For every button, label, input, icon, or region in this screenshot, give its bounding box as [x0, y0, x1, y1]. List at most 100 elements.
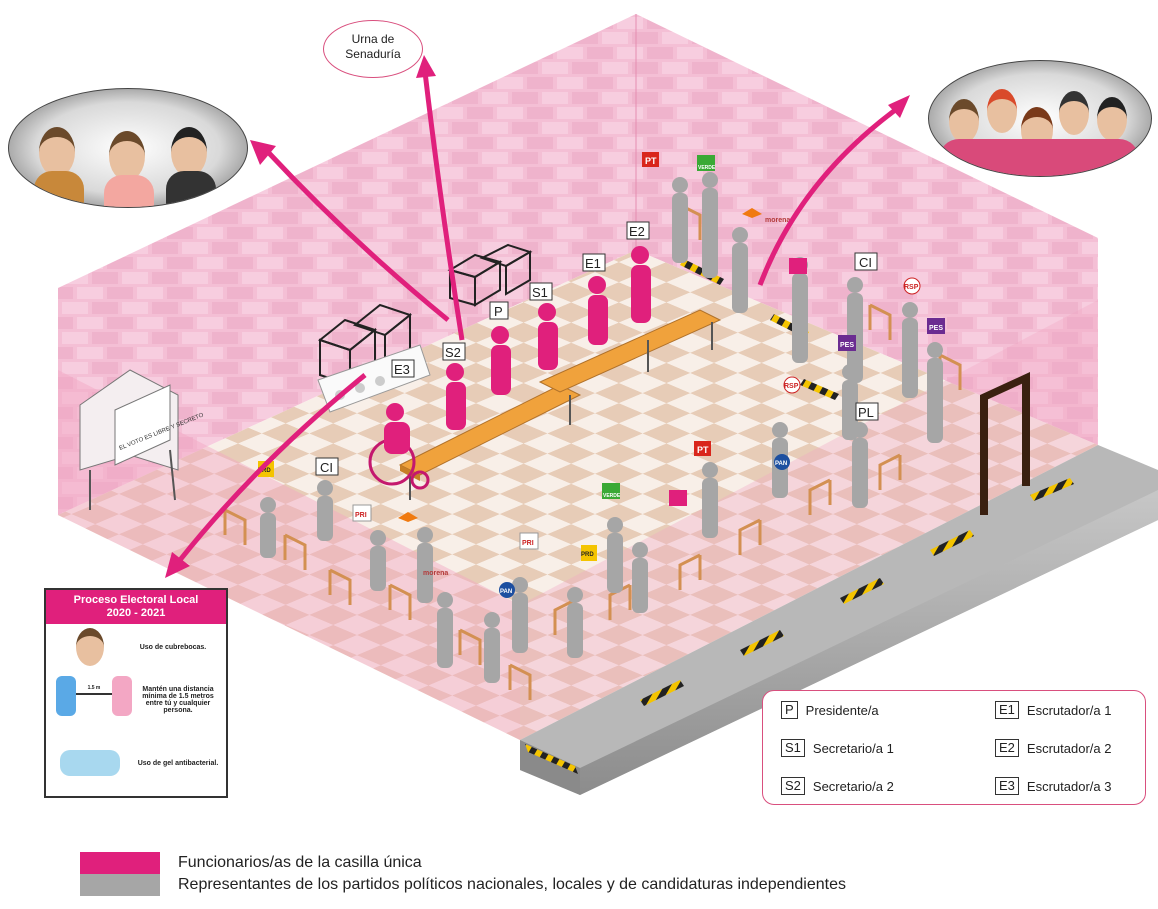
official-face-1	[39, 127, 75, 177]
pink-party-logo-2	[669, 490, 687, 506]
svg-text:E2: E2	[629, 224, 645, 239]
svg-text:CI: CI	[320, 460, 333, 475]
distance-people-icon-2	[112, 676, 132, 716]
poster-title: Proceso Electoral Local 2020 - 2021	[46, 590, 226, 624]
svg-text:VERDE: VERDE	[698, 165, 716, 171]
morena-logo-back: morena	[765, 217, 790, 224]
tag-p: P	[489, 301, 509, 320]
poster-item-mask: Uso de cubrebocas.	[139, 644, 207, 651]
prd-logo-2: PRD	[581, 545, 597, 561]
urna-senaduria-label: Urna de Senaduría	[323, 20, 423, 78]
pink-party-logo-1	[789, 258, 807, 274]
tag-pl: PL	[855, 402, 879, 421]
svg-text:RSP: RSP	[784, 383, 799, 390]
tag-e2: E2	[626, 221, 650, 240]
rep-face-5	[1097, 97, 1127, 141]
rep-face-2	[987, 89, 1017, 133]
svg-text:PAN: PAN	[775, 461, 787, 467]
svg-text:PRD: PRD	[258, 468, 271, 474]
officials-swatch	[80, 852, 160, 874]
svg-text:PT: PT	[697, 445, 709, 455]
verde-logo-front: VERDE	[602, 483, 621, 499]
checkered-floor	[58, 250, 1098, 740]
distance-label: 1.5 m	[87, 685, 101, 691]
official-face-3	[171, 127, 207, 177]
svg-text:E1: E1	[585, 256, 601, 271]
hazard-stripes	[525, 259, 1074, 774]
arrow-to-reps-bubble	[757, 105, 900, 286]
official-s1	[538, 303, 558, 370]
poster-item-gel: Uso de gel antibacterial.	[137, 760, 219, 767]
tag-e1: E1	[582, 253, 606, 272]
tag-ci-left: CI	[315, 457, 339, 476]
party-logos: PT VERDE morena PES PES RSP RSP PAN PAN …	[258, 152, 945, 598]
svg-text:PT: PT	[645, 156, 657, 166]
representatives-swatch	[80, 874, 160, 896]
exit-door-frame	[980, 372, 1030, 515]
arrow-to-poster	[178, 373, 367, 562]
svg-text:PL: PL	[858, 405, 874, 420]
color-legend-officials: Funcionarios/as de la casilla única	[80, 852, 846, 874]
svg-text:morena: morena	[423, 570, 448, 577]
svg-text:PES: PES	[929, 325, 943, 332]
tag-s2: S2	[442, 342, 466, 361]
seat-tags: P S1 S2 E1 E2 E3 CI CI PL	[315, 221, 879, 476]
rsp-logo-2: RSP	[783, 376, 801, 394]
pan-logo-1: PAN	[774, 454, 790, 470]
mask-face-icon	[76, 628, 104, 666]
pt-logo-front: PT	[694, 441, 711, 456]
distance-people-icon	[56, 676, 76, 716]
front-right-glass-wall	[520, 300, 1098, 740]
svg-text:PAN: PAN	[500, 589, 512, 595]
official-e2	[631, 246, 651, 323]
back-left-wall	[58, 14, 636, 515]
pes-logo-2: PES	[927, 318, 945, 334]
verde-logo-back: VERDE	[697, 155, 716, 171]
arrow-to-urna	[422, 71, 465, 341]
urna-line-2: Senaduría	[345, 47, 401, 61]
official-e1	[588, 276, 608, 345]
rep-face-4	[1059, 91, 1089, 135]
svg-text:S2: S2	[445, 345, 461, 360]
color-legend-representatives: Representantes de los partidos políticos…	[80, 874, 846, 896]
pri-logo-1: PRI	[519, 532, 539, 550]
svg-text:S1: S1	[532, 285, 548, 300]
distance-arrow	[76, 693, 112, 695]
pan-logo-2: PAN	[499, 582, 515, 598]
pt-logo-back: PT	[642, 152, 659, 167]
svg-text:morena: morena	[765, 217, 790, 224]
arrows	[178, 71, 900, 562]
official-e3	[384, 403, 410, 454]
poster-item-distance: Mantén una distancia mínima de 1.5 metro…	[142, 686, 214, 714]
official-face-2	[109, 131, 145, 181]
svg-text:CI: CI	[859, 255, 872, 270]
officials-with-masks-bubble	[8, 88, 248, 208]
rsp-logo-1: RSP	[903, 277, 921, 295]
official-table	[398, 309, 722, 500]
pes-logo-1: PES	[838, 335, 856, 351]
official-s2	[446, 363, 466, 430]
hand-gel-icon	[60, 750, 120, 776]
svg-text:PRI: PRI	[522, 540, 534, 547]
color-legend: Funcionarios/as de la casilla única Repr…	[80, 852, 846, 896]
svg-text:PES: PES	[840, 342, 854, 349]
tag-ci-right: CI	[854, 252, 878, 271]
svg-text:VERDE: VERDE	[603, 493, 621, 499]
arrow-to-officials-bubble	[266, 150, 450, 322]
official-figures	[384, 246, 651, 454]
orange-party-logo-1	[742, 208, 762, 218]
rep-face-1	[949, 99, 979, 143]
svg-text:PRI: PRI	[355, 512, 367, 519]
svg-text:E3: E3	[394, 362, 410, 377]
morena-logo-front: morena	[423, 570, 448, 577]
tag-s1: S1	[529, 282, 553, 301]
representatives-with-masks-bubble	[928, 60, 1152, 177]
